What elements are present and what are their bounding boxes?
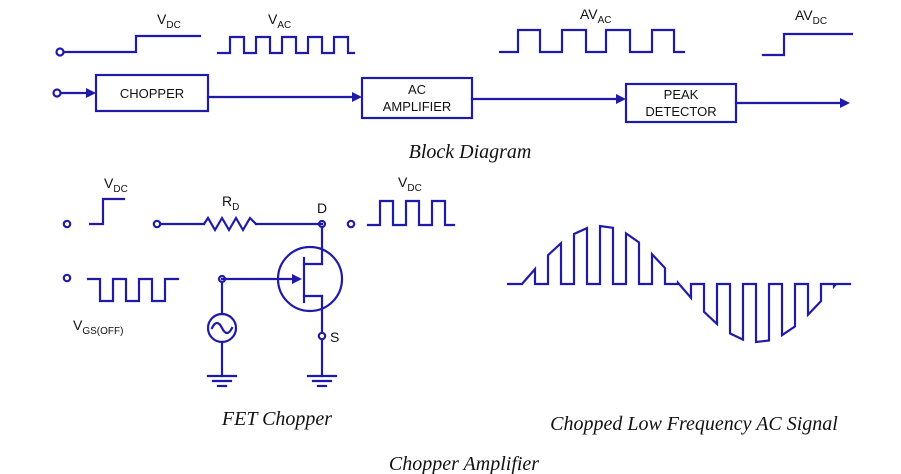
input-terminal [52, 88, 62, 98]
chopper-block-label: CHOPPER [120, 86, 184, 101]
vac-square-waveform [216, 35, 356, 55]
chopped-ac-signal: Chopped Low Frequency AC Signal [506, 224, 852, 435]
vdc-step-waveform [88, 197, 126, 226]
vdc-step-waveform [62, 34, 202, 54]
source-label: S [330, 329, 339, 345]
terminal-output [346, 219, 356, 229]
chopper-block [94, 73, 210, 113]
vdc-output-label: VDC [398, 174, 422, 194]
avac-square-waveform [498, 28, 686, 54]
drain-label: D [317, 200, 327, 216]
arrow-icon [616, 94, 626, 104]
vdc-input-label: VDC [104, 175, 128, 195]
vac-label: VAC [268, 11, 291, 31]
avdc-step-waveform [761, 32, 854, 57]
sine-symbol-icon [210, 321, 234, 335]
block-diagram: VDC VAC AVAC AVDC CHOPPER AC AMPLIFIER P… [52, 6, 854, 163]
peak-detector-label-line1: PEAK [664, 87, 699, 102]
vdc-input-label: VDC [157, 11, 181, 31]
avac-label: AVAC [580, 6, 612, 26]
ac-amplifier-label-line2: AMPLIFIER [383, 99, 452, 114]
arrow-icon [86, 88, 96, 98]
input-terminal-top [55, 47, 65, 57]
figure-caption: Chopper Amplifier [389, 453, 539, 474]
source-terminal [317, 331, 327, 341]
vgs-label: VGS(OFF) [73, 317, 123, 337]
chopped-signal-caption: Chopped Low Frequency AC Signal [550, 413, 838, 435]
peak-detector-block [624, 82, 738, 124]
fet-chopper-circuit: VDC VGS(OFF) RD D VDC S [62, 174, 456, 430]
block-diagram-caption: Block Diagram [409, 141, 532, 163]
arrow-icon [352, 92, 362, 102]
arrow-icon [840, 98, 850, 108]
peak-detector-label-line2: DETECTOR [645, 104, 716, 119]
fet-chopper-caption: FET Chopper [221, 408, 332, 430]
vgs-square-waveform [86, 277, 180, 303]
ac-amplifier-label-line1: AC [408, 82, 426, 97]
gate-arrow-icon [292, 274, 302, 284]
terminal-vdc [62, 219, 72, 229]
terminal-vgs [62, 273, 72, 283]
avdc-label: AVDC [795, 7, 827, 27]
resistor-label: RD [222, 193, 239, 213]
vdc-output-waveform [366, 199, 456, 227]
chopped-ac-waveform [506, 224, 852, 344]
resistor-rd [202, 215, 258, 233]
